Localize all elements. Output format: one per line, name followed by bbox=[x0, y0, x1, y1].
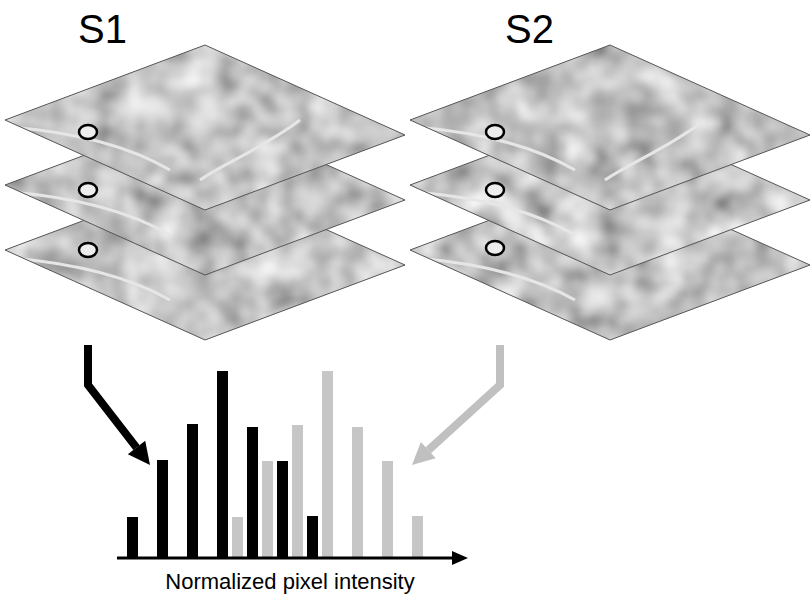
image-stack: S2 bbox=[410, 0, 810, 345]
axis-label: Normalized pixel intensity bbox=[165, 569, 414, 594]
flow-arrow bbox=[412, 345, 500, 465]
image-stack bbox=[410, 45, 810, 340]
flow-arrow bbox=[88, 345, 150, 465]
image-stack bbox=[5, 45, 405, 340]
stack-label: S1 bbox=[78, 6, 127, 52]
histogram-axis: Normalized pixel intensity bbox=[115, 465, 475, 598]
histogram bbox=[117, 371, 468, 565]
stack-label: S2 bbox=[505, 6, 554, 52]
image-stack: S1 bbox=[0, 0, 410, 345]
